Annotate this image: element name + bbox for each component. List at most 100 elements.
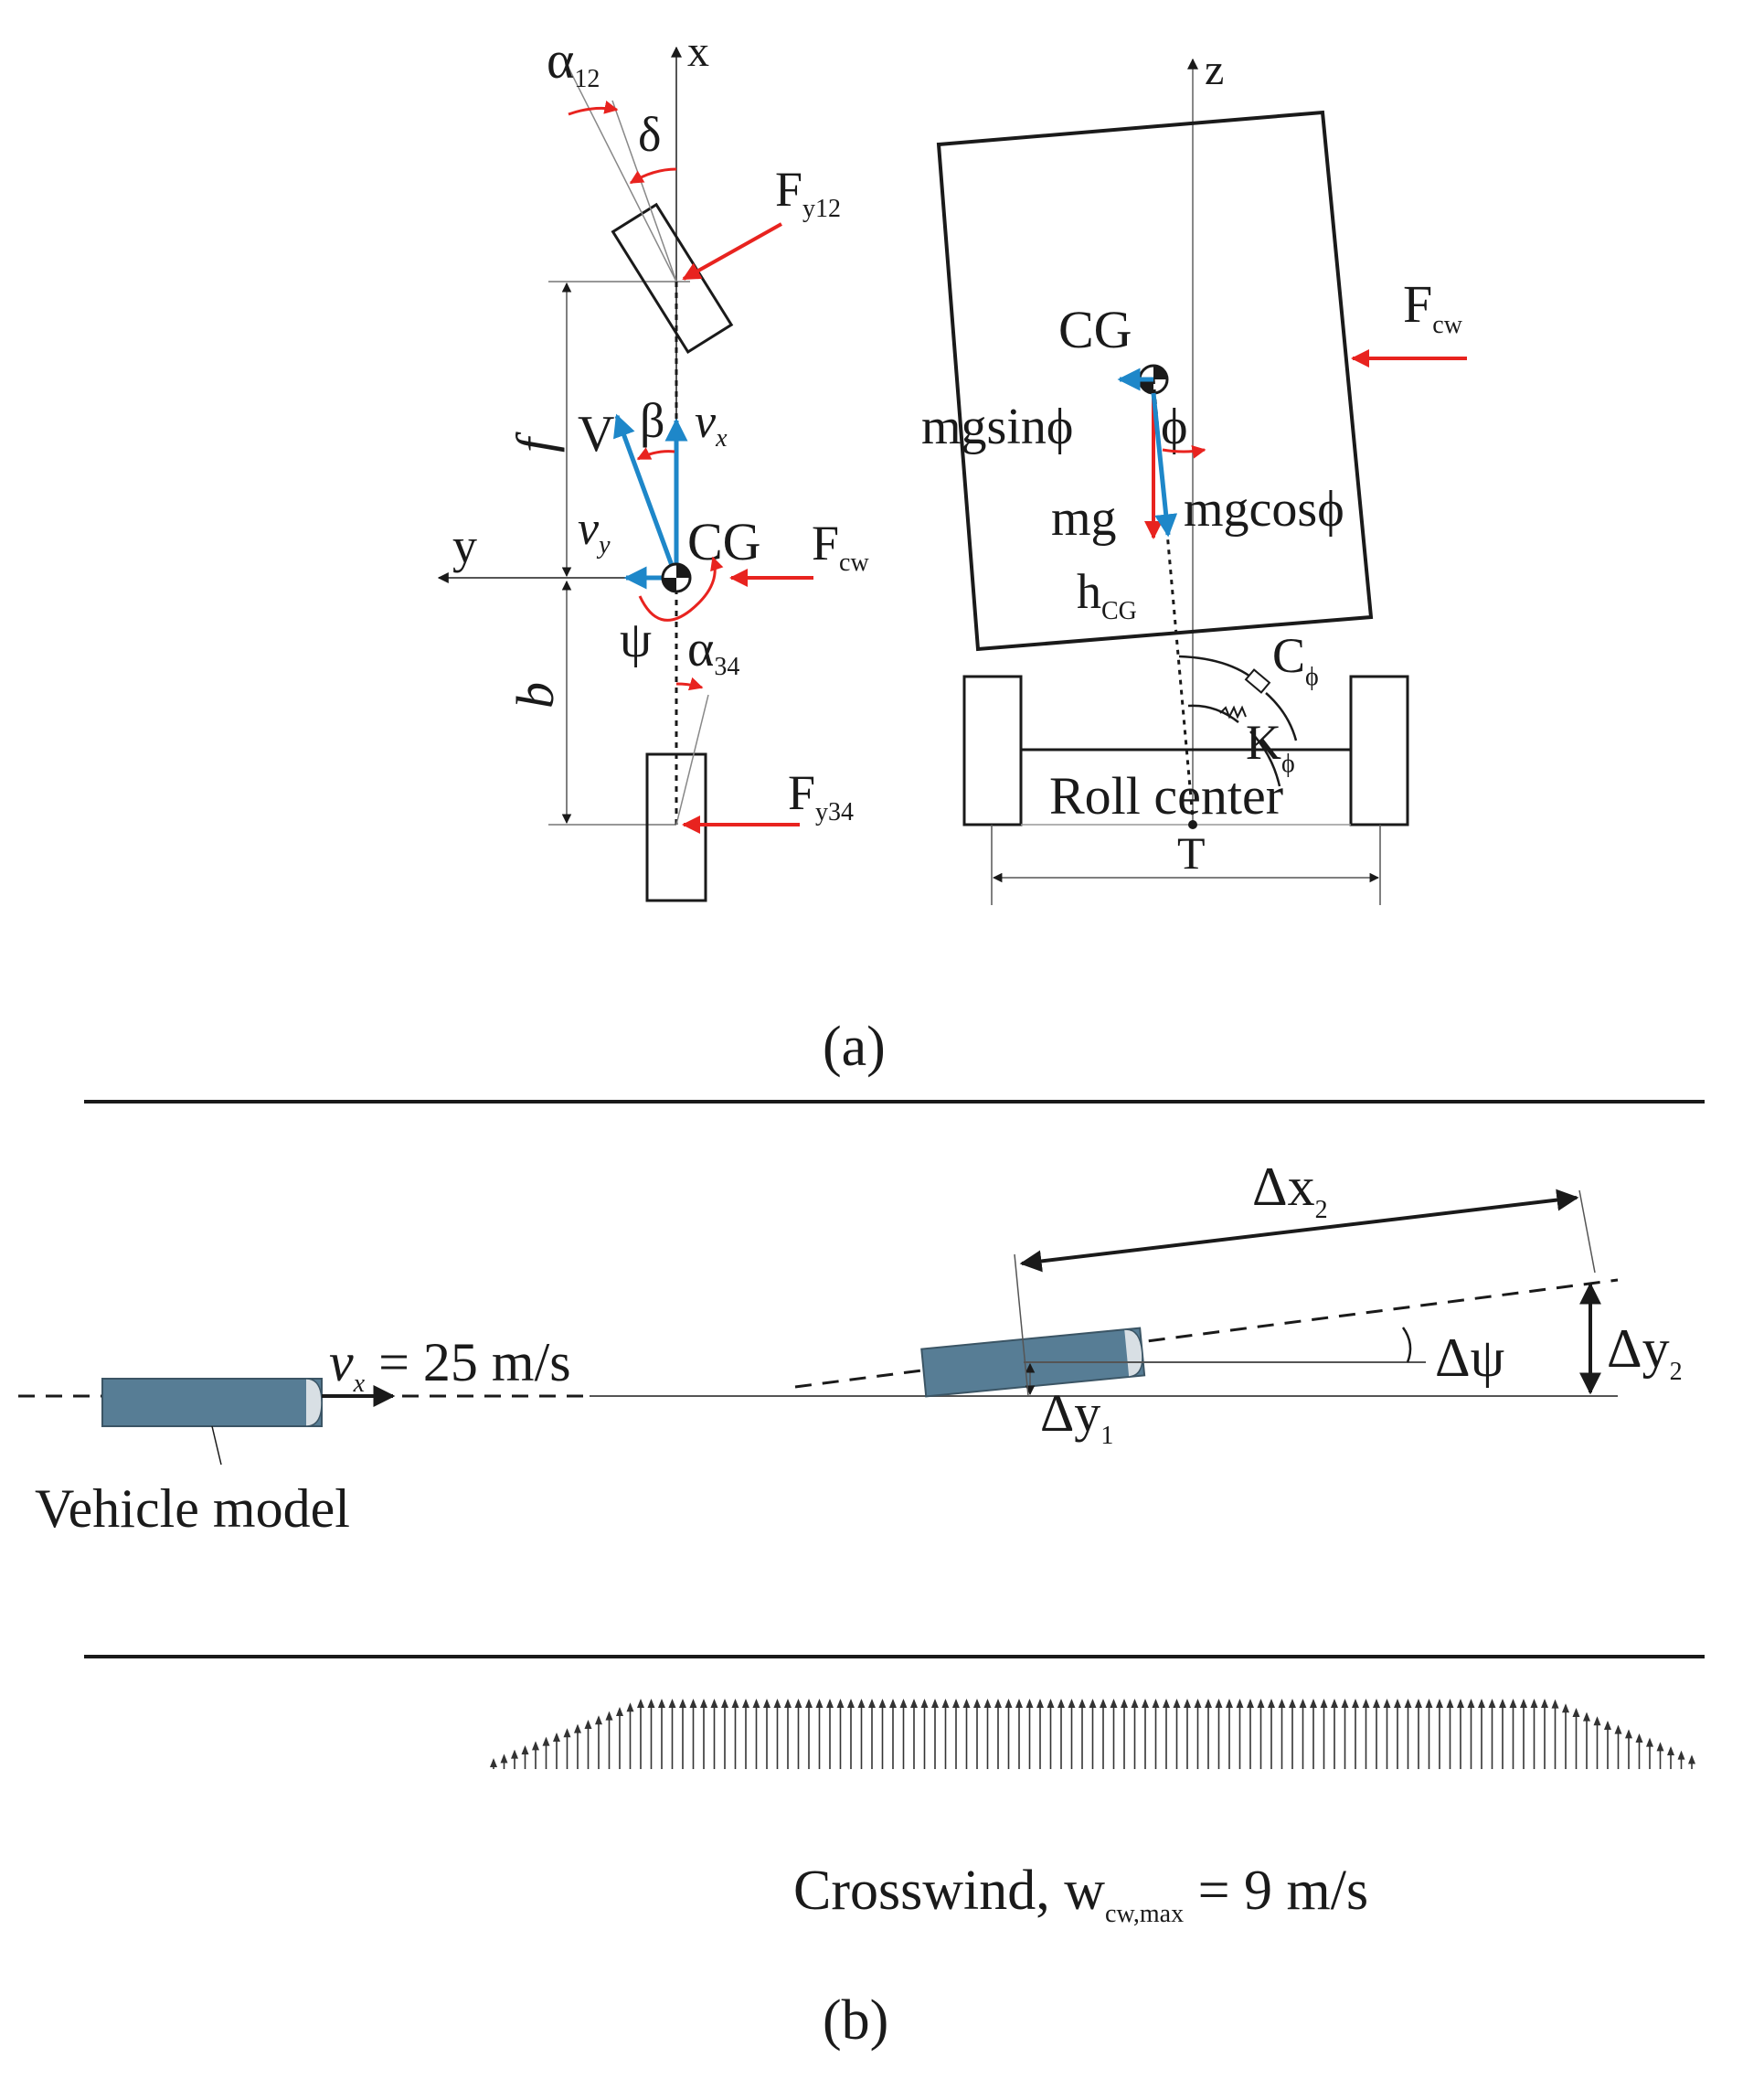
crosswind-arrowhead — [1593, 1716, 1601, 1726]
crosswind-arrowhead — [1499, 1699, 1506, 1708]
crosswind-arrowhead — [1646, 1737, 1653, 1747]
crosswind-arrowhead — [1268, 1699, 1275, 1708]
crosswind-arrowhead — [563, 1728, 571, 1738]
delta-x2-dimension — [1019, 1189, 1579, 1273]
crosswind-arrowhead — [1478, 1699, 1485, 1708]
delta-psi-label: Δψ — [1435, 1327, 1504, 1388]
crosswind-arrowhead — [721, 1699, 728, 1708]
alpha12-label: α12 — [547, 30, 600, 93]
vy-label: vy — [578, 503, 611, 560]
crosswind-arrowhead — [973, 1699, 981, 1708]
crosswind-arrowhead — [1551, 1699, 1559, 1709]
crosswind-arrowhead — [1509, 1699, 1517, 1708]
track-width-label: T — [1177, 827, 1206, 879]
crosswind-arrowhead — [1289, 1699, 1296, 1708]
crosswind-arrowhead — [490, 1758, 497, 1767]
crosswind-arrowhead — [1036, 1699, 1044, 1708]
crosswind-arrowhead — [647, 1699, 655, 1708]
front-distance-label: f — [505, 432, 565, 453]
crosswind-arrowhead — [1047, 1699, 1055, 1708]
crosswind-arrowhead — [1688, 1754, 1695, 1764]
crosswind-arrowhead — [1100, 1699, 1107, 1708]
fy34-label: Fy34 — [788, 765, 854, 826]
crosswind-arrowhead — [794, 1699, 802, 1708]
crosswind-arrowhead — [857, 1699, 866, 1708]
crosswind-arrowhead — [836, 1699, 845, 1708]
crosswind-arrowhead — [1320, 1699, 1328, 1708]
crosswind-arrowhead — [574, 1723, 581, 1733]
cg-marker-top — [661, 562, 692, 593]
crosswind-arrowhead — [605, 1711, 613, 1721]
crosswind-arrowhead — [1057, 1699, 1065, 1708]
crosswind-arrowhead — [1341, 1699, 1349, 1708]
delta-label: δ — [638, 107, 661, 162]
velocity-v-arrow — [613, 413, 679, 579]
crosswind-arrowhead — [847, 1699, 855, 1708]
v-label: V — [578, 406, 614, 463]
crosswind-arrowhead — [994, 1699, 1002, 1708]
crosswind-arrowhead — [815, 1699, 824, 1708]
crosswind-arrowhead — [1677, 1750, 1685, 1760]
crosswind-arrowhead — [1025, 1699, 1034, 1708]
crosswind-arrowhead — [763, 1699, 770, 1708]
crosswind-arrowhead — [773, 1699, 781, 1708]
delta-y2-label: Δy2 — [1607, 1318, 1683, 1386]
crosswind-arrowhead — [899, 1699, 908, 1708]
crosswind-arrowhead — [805, 1699, 813, 1708]
crosswind-arrowhead — [584, 1719, 592, 1729]
crosswind-arrowhead — [889, 1699, 897, 1708]
crosswind-arrowhead — [700, 1699, 707, 1708]
fcw-label-top: Fcw — [812, 516, 869, 577]
z-axis-label: z — [1205, 46, 1224, 94]
front-wheel — [611, 202, 734, 355]
crosswind-arrowhead — [1457, 1699, 1464, 1708]
delta-x2-label: Δx2 — [1252, 1157, 1328, 1224]
crosswind-arrowhead — [542, 1736, 550, 1746]
crosswind-arrowhead — [1625, 1729, 1632, 1739]
crosswind-arrowhead — [1226, 1699, 1233, 1708]
crosswind-label: Crosswind, wcw,max = 9 m/s — [793, 1860, 1368, 1928]
crosswind-arrowhead — [752, 1699, 760, 1708]
right-wheel-rear — [1349, 675, 1409, 826]
panel-b-caption: (b) — [823, 1989, 888, 2052]
vehicle-model-initial — [101, 1378, 323, 1427]
mgsin-label: mgsinϕ — [921, 399, 1073, 455]
crosswind-arrowhead — [878, 1699, 887, 1708]
crosswind-arrowhead — [784, 1699, 792, 1708]
psi-label: ψ — [620, 612, 652, 668]
crosswind-arrowhead — [868, 1699, 876, 1708]
crosswind-arrowhead — [1572, 1707, 1580, 1717]
crosswind-arrowhead — [1310, 1699, 1317, 1708]
roll-center-label: Roll center — [1049, 766, 1283, 826]
crosswind-arrowhead — [1656, 1742, 1664, 1752]
crosswind-arrowhead — [1194, 1699, 1202, 1708]
speed-label: vx = 25 m/s — [329, 1332, 571, 1398]
rear-distance-label: b — [505, 682, 565, 709]
crosswind-arrowhead — [1079, 1699, 1086, 1708]
mg-label: mg — [1051, 490, 1117, 547]
crosswind-arrowhead — [1163, 1699, 1170, 1708]
cg-label-rear: CG — [1058, 300, 1132, 359]
crosswind-arrowhead — [1121, 1699, 1128, 1708]
crosswind-arrowhead — [1562, 1703, 1569, 1713]
crosswind-arrowhead — [1530, 1699, 1538, 1708]
crosswind-arrowhead — [1205, 1699, 1212, 1708]
cg-label-top: CG — [687, 512, 761, 571]
crosswind-arrowhead — [1247, 1699, 1254, 1708]
phi-label: ϕ — [1161, 399, 1187, 455]
crosswind-arrowhead — [679, 1699, 686, 1708]
crosswind-arrowhead — [1331, 1699, 1338, 1708]
fy12-force-arrow — [682, 222, 782, 281]
panel-a-caption: (a) — [823, 1016, 886, 1078]
crosswind-arrowhead — [658, 1699, 665, 1708]
crosswind-arrowhead — [1635, 1732, 1643, 1743]
crosswind-arrowhead — [1142, 1699, 1149, 1708]
crosswind-arrowhead — [689, 1699, 697, 1708]
cphi-label: Cϕ — [1272, 628, 1319, 691]
fy12-label: Fy12 — [775, 162, 841, 223]
crosswind-arrowhead — [1173, 1699, 1181, 1708]
crosswind-arrowhead — [637, 1699, 644, 1708]
left-wheel-rear — [962, 675, 1023, 826]
crosswind-profile — [490, 1699, 1695, 1769]
y-axis-label: y — [452, 518, 477, 573]
